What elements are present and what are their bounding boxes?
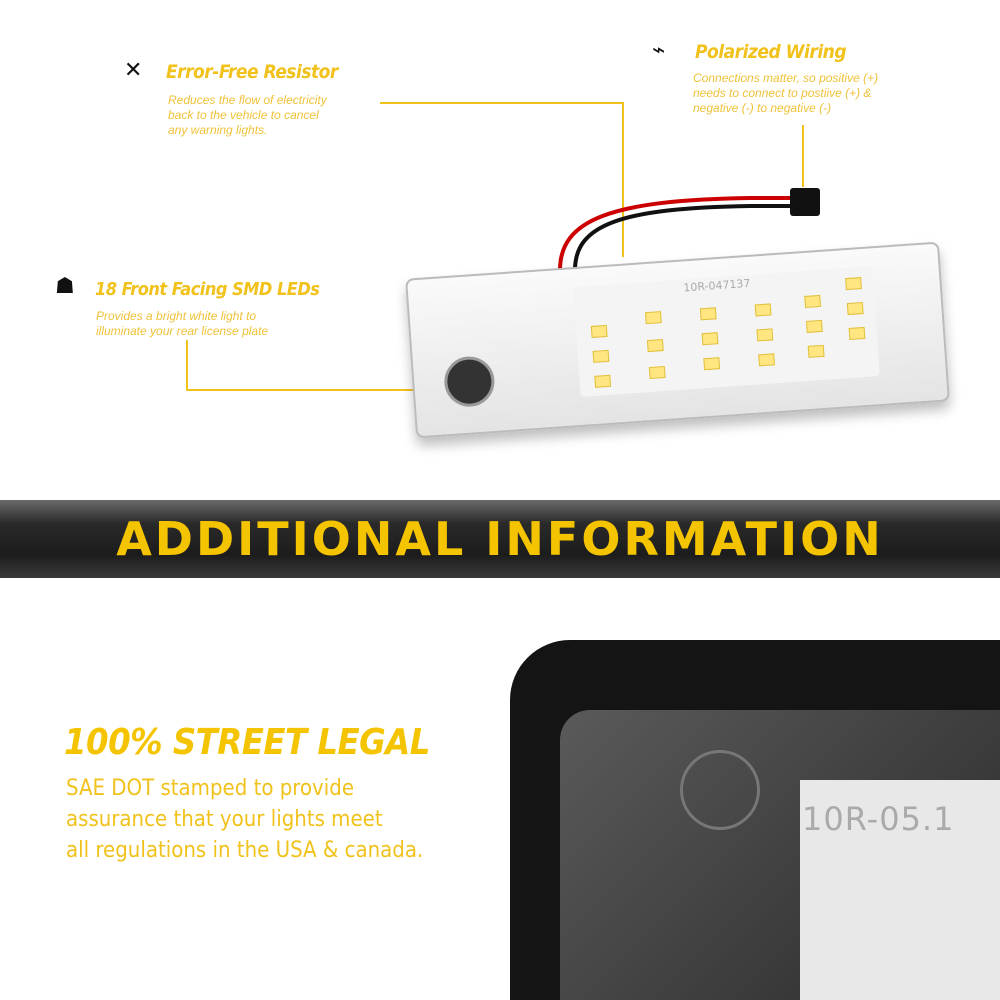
mounting-hole	[442, 354, 497, 409]
led	[756, 328, 774, 342]
led	[594, 374, 612, 388]
desc-line: all regulations in the USA & canada.	[66, 838, 424, 863]
led	[754, 303, 772, 317]
desc-line: assurance that your lights meet	[66, 807, 383, 832]
led	[646, 339, 664, 353]
closeup-housing	[560, 710, 1000, 1000]
led-lens: 10R-047137	[573, 266, 881, 397]
desc-line: Reduces the flow of electricity	[168, 93, 327, 107]
callout-line	[186, 340, 188, 390]
led	[845, 277, 862, 291]
led	[590, 324, 608, 338]
led	[846, 301, 864, 316]
e-mark	[680, 750, 760, 830]
led	[804, 294, 822, 309]
desc-line: negative (-) to negative (-)	[693, 101, 832, 115]
closeup-lens	[800, 780, 1000, 1000]
license-plate-light: 10R-047137	[405, 241, 950, 439]
light-beacon-icon: ☗	[55, 274, 75, 299]
feature-desc-leds: Provides a bright white light to illumin…	[96, 309, 268, 339]
plug-wire-icon: ⌁	[652, 38, 666, 63]
desc-line: illuminate your rear license plate	[96, 324, 269, 338]
desc-line: SAE DOT stamped to provide	[66, 776, 354, 801]
section-banner: ADDITIONAL INFORMATION	[0, 500, 1000, 578]
led	[701, 332, 719, 346]
callout-line	[186, 389, 602, 391]
legal-desc: SAE DOT stamped to provide assurance tha…	[66, 773, 423, 866]
led	[848, 326, 866, 341]
closeup-marking: 10R-05.1	[802, 800, 955, 838]
legal-title: 100% STREET LEGAL	[64, 722, 430, 763]
led	[644, 311, 662, 325]
led	[592, 349, 610, 363]
feature-title-wiring: Polarized Wiring	[695, 41, 847, 63]
callout-line	[802, 125, 804, 187]
wrench-screwdriver-icon: ✕	[124, 58, 143, 83]
feature-title-resistor: Error-Free Resistor	[166, 61, 338, 83]
wire-harness	[558, 188, 820, 271]
product-marking: 10R-047137	[682, 276, 751, 295]
led	[648, 365, 666, 380]
feature-desc-resistor: Reduces the flow of electricity back to …	[168, 93, 327, 138]
led	[699, 307, 717, 321]
desc-line: Provides a bright white light to	[96, 309, 257, 323]
feature-desc-wiring: Connections matter, so positive (+) need…	[693, 71, 878, 116]
callout-line	[380, 102, 624, 104]
desc-line: Connections matter, so positive (+)	[693, 71, 879, 85]
desc-line: needs to connect to postiive (+) &	[693, 86, 872, 100]
feature-title-leds: 18 Front Facing SMD LEDs	[95, 279, 320, 300]
banner-title: ADDITIONAL INFORMATION	[116, 512, 884, 566]
led	[807, 344, 825, 358]
led	[805, 319, 823, 333]
led	[758, 353, 775, 367]
led	[703, 357, 721, 371]
callout-line	[622, 102, 624, 257]
closeup-light-frame: 10R-05.1	[510, 640, 1000, 1000]
desc-line: back to the vehicle to cancel	[168, 108, 319, 122]
desc-line: any warning lights.	[168, 123, 268, 137]
